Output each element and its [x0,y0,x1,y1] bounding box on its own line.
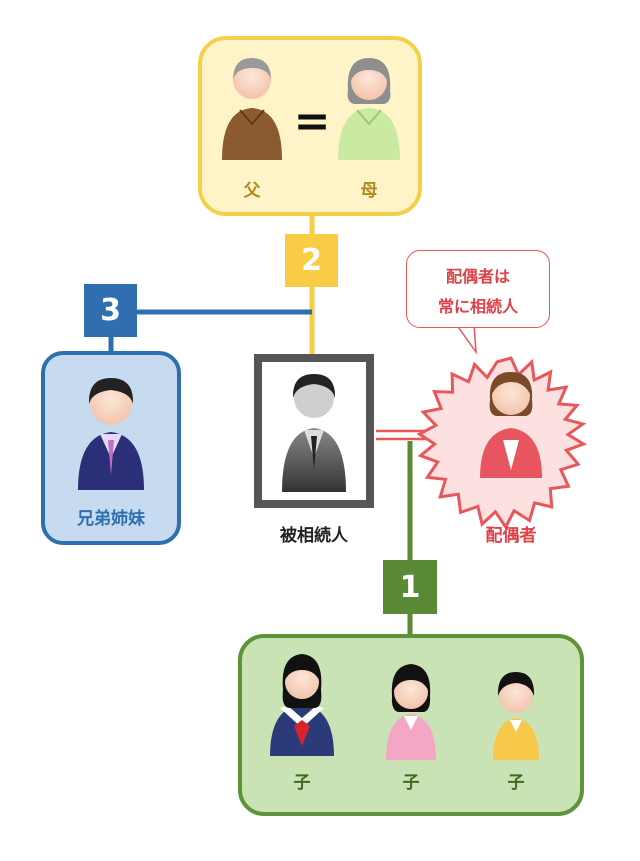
spouse-note-bubble: 配偶者は 常に相続人 [406,250,550,328]
rank-2-badge [285,234,338,287]
spouse-label: 配偶者 [485,526,537,546]
rank-1-badge [383,560,437,614]
mother-label: 母 [360,181,378,201]
child-1-label: 子 [293,773,311,793]
siblings-label: 兄弟姉妹 [77,509,145,529]
rank-3-number: 3 [100,293,121,328]
decedent-label: 被相続人 [280,526,348,546]
rank-3-badge [84,284,137,337]
sibling-figure-icon [78,378,144,490]
child-3-label: 子 [507,773,525,793]
father-figure-icon [222,58,282,160]
rank-1-number: 1 [399,569,421,605]
marriage-equals-sign: = [293,96,331,147]
father-label: 父 [243,181,261,201]
child-2-figure-icon [386,664,436,760]
speech-bubble-tail-icon [455,323,477,355]
child-3-figure-icon [493,672,539,760]
decedent-figure-icon [282,374,346,492]
spouse-figure-icon [480,372,542,478]
mother-figure-icon [338,58,400,160]
rank-2-number: 2 [301,243,322,278]
spouse-note-line-1: 配偶者は [445,267,510,286]
spouse-note-line-2: 常に相続人 [437,297,518,316]
child-2-label: 子 [402,773,420,793]
child-1-figure-icon [270,654,334,756]
